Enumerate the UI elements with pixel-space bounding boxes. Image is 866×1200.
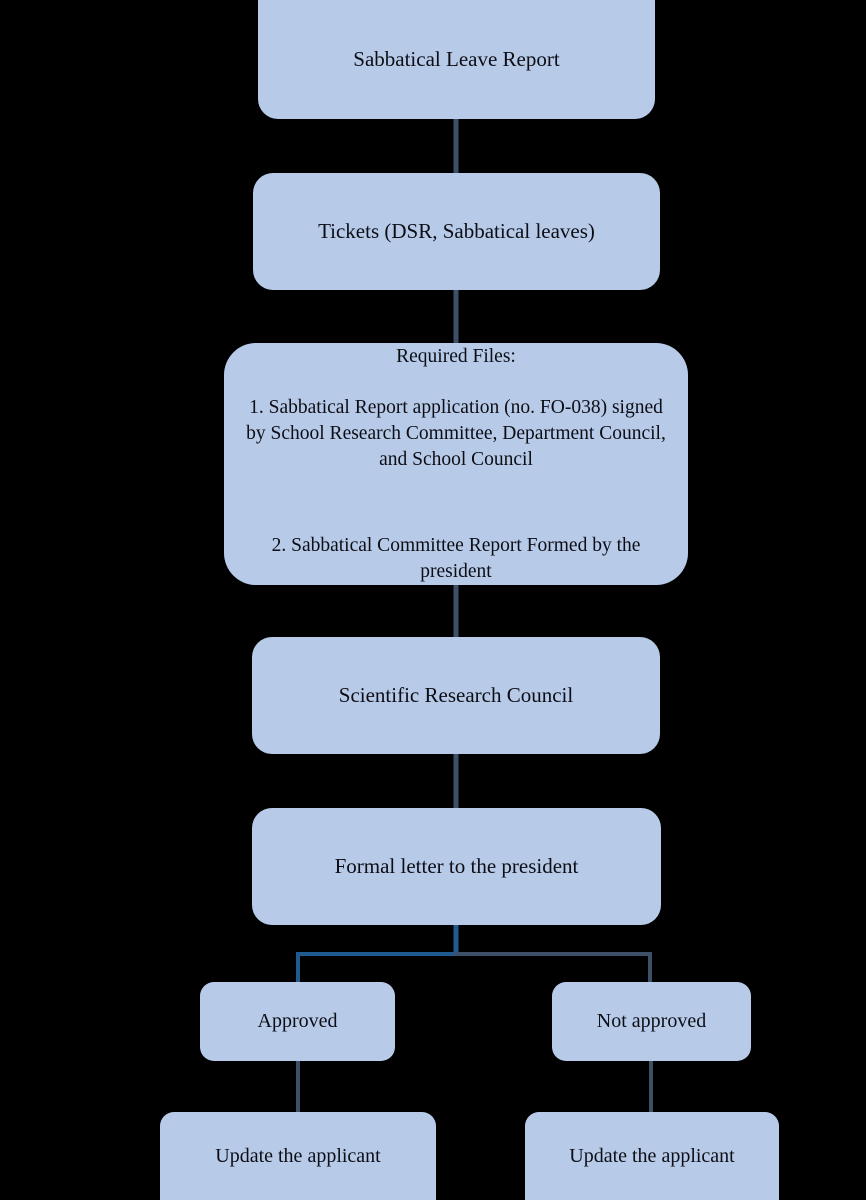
required-files-heading: Required Files:: [396, 345, 516, 367]
node-update-applicant-left[interactable]: Update the applicant: [160, 1112, 436, 1200]
node-scientific-research-council-label: Scientific Research Council: [338, 682, 574, 707]
node-tickets-label: Tickets (DSR, Sabbatical leaves): [318, 218, 595, 243]
node-scientific-research-council[interactable]: Scientific Research Council: [252, 637, 660, 754]
node-formal-letter-label: Formal letter to the president: [334, 853, 579, 878]
node-required-files[interactable]: Required Files: 1. Sabbatical Report app…: [224, 343, 688, 585]
node-approved[interactable]: Approved: [200, 982, 395, 1061]
node-not-approved-label: Not approved: [596, 1010, 707, 1033]
node-update-applicant-right-label: Update the applicant: [569, 1144, 735, 1167]
node-sabbatical-leave-report-label: Sabbatical Leave Report: [353, 46, 560, 71]
node-update-applicant-right[interactable]: Update the applicant: [525, 1112, 779, 1200]
node-tickets[interactable]: Tickets (DSR, Sabbatical leaves): [253, 173, 660, 290]
node-formal-letter[interactable]: Formal letter to the president: [252, 808, 661, 925]
node-update-applicant-left-label: Update the applicant: [215, 1144, 381, 1167]
node-not-approved[interactable]: Not approved: [552, 982, 751, 1061]
node-required-files-content: Required Files: 1. Sabbatical Report app…: [224, 318, 688, 610]
node-sabbatical-leave-report[interactable]: Sabbatical Leave Report: [258, 0, 655, 119]
required-files-spacer: [240, 498, 672, 507]
node-approved-label: Approved: [257, 1010, 338, 1033]
required-files-item-1: 1. Sabbatical Report application (no. FO…: [246, 397, 666, 470]
required-files-item-2: 2. Sabbatical Committee Report Formed by…: [271, 534, 641, 582]
